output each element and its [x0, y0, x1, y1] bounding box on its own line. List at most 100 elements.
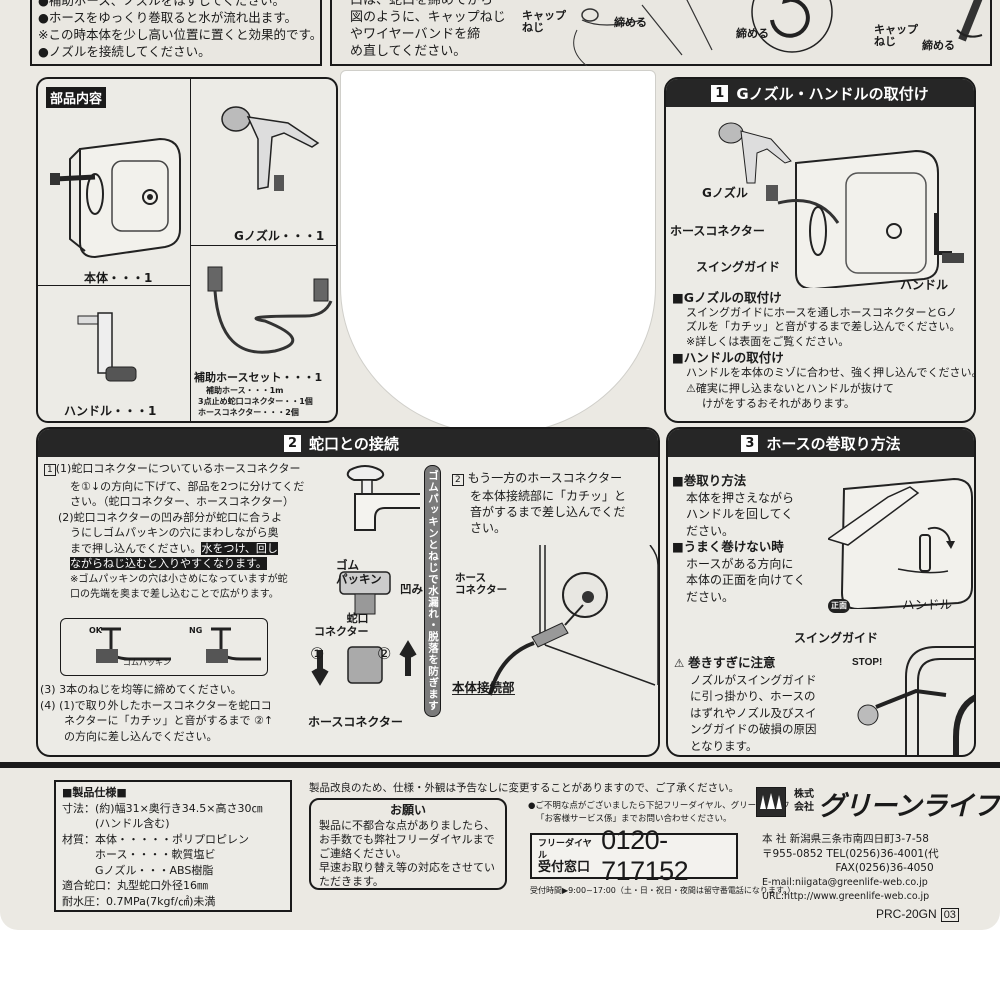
note-line: 口の先端を奥まで差し込むことで広がります。 [70, 589, 279, 600]
warning-line: となります。 [690, 738, 758, 753]
label-hose-connector: ホース コネクター [455, 572, 508, 596]
spec-line: (ハンドル含む) [62, 817, 170, 830]
hose-set-item: 3点止め蛇口コネクター・・1個 [198, 397, 313, 406]
label-rubber-gasket: ゴム パッキン [336, 558, 382, 586]
contact-note-line: 「お客様サービス係」までお問い合わせください。 [536, 814, 732, 824]
overwind-warning-heading: 巻きすぎに注意 [687, 655, 776, 670]
model-code: PRC-20GN [876, 907, 937, 921]
label-handle: ハンドル [900, 278, 949, 292]
contact-note-line: ●ご不明な点がございましたら下記フリーダイヤル、グリーンライフ [528, 801, 790, 811]
reception-hours: 受付時間▶9:00~17:00（土・日・祝日・夜間は留守番電話になります。） [530, 886, 796, 895]
spec-line: ホース・・・・軟質塩ビ [62, 848, 216, 861]
body-line: 本体を押さえながら [686, 490, 795, 505]
warning-icon: ⚠ [686, 382, 696, 395]
tighten-label: 締める [736, 27, 769, 40]
warning-line: に引っ掛かり、ホースの [690, 689, 816, 703]
body-line: (2)蛇口コネクターの凹み部分が蛇口に合うよ [58, 510, 283, 524]
die-cut-window [340, 70, 656, 435]
spec-line: 耐水圧：0.7MPa(7kgf/㎠)未満 [62, 894, 216, 908]
label-nozzle: Gノズル [702, 186, 748, 200]
stop-label: STOP! [852, 657, 883, 668]
request-line: 製品に不都合な点がありましたら、 [319, 819, 495, 832]
url-line: URL:http://www.greenlife-web.co.jp [762, 891, 930, 902]
tighten-label: 締める [922, 39, 955, 52]
section-number: 2 [284, 434, 301, 452]
spec-line: Gノズル・・・ABS樹脂 [62, 863, 214, 877]
ok-label: OK [89, 626, 102, 635]
direction-1-label: ① [310, 644, 325, 663]
spec-change-notice: 製品改良のため、仕様・外観は予告なしに変更することがありますので、ご了承ください… [309, 782, 740, 794]
trouble-heading: ■うまく巻けない時 [672, 539, 784, 554]
reception-label: 受付窓口 [538, 860, 591, 875]
spec-title: ■製品仕様■ [62, 786, 127, 799]
step-4-text: ネクターに「カチッ」と音がするまで ②↑ [64, 714, 274, 727]
warning-line: ングガイドの破損の原因 [690, 722, 817, 736]
section-hose-winding: 3 ホースの巻取り方法 ■巻取り方法 本体を押さえながら ハンドルを回してく だ… [666, 427, 976, 757]
body-line: を①↓の方向に下げて、部品を2つに分けてくだ [70, 479, 305, 493]
instruction-line: 図のように、キャップねじ [350, 10, 506, 25]
section-title: 蛇口との接続 [309, 434, 399, 453]
address-line: FAX(0256)36-4050 [762, 862, 934, 874]
body-line: さい。 [470, 521, 507, 535]
request-line: ご連絡ください。 [319, 847, 407, 860]
label-hose-connector: ホースコネクター [308, 715, 403, 729]
note-line: ●ホースをゆっくり巻取ると水が流れ出ます。 [38, 10, 298, 25]
note-line: ※ゴムパッキンの穴は小さめになっていますが蛇 [70, 573, 288, 585]
product-spec-box: ■製品仕様■ 寸法：(約)幅31×奥行き34.5×高さ30㎝ (ハンドル含む) … [54, 780, 292, 912]
ng-label: NG [189, 626, 203, 635]
cap-screw-label: キャップ ねじ [874, 23, 918, 48]
request-line: お手数でも弊社フリーダイヤルまで [319, 833, 495, 846]
company-type: 株式 会社 [794, 789, 814, 813]
instruction-line: やワイヤーバンドを締 [350, 27, 481, 42]
spec-line: 寸法：(約)幅31×奥行き34.5×高さ30㎝ [62, 801, 263, 815]
warning-line: けがをするおそれがあります。 [702, 396, 855, 410]
step-4-text: (4) (1)で取り外したホースコネクターを蛇口コ [40, 698, 272, 712]
body-line: まで押し込んでください。 [70, 541, 202, 555]
section-number: 1 [711, 84, 729, 102]
section-nozzle-handle-install: 1 Gノズル・ハンドルの取付け Gノズル ホースコネクター スイングガイド ハン… [664, 77, 976, 423]
faucet-tighten-illustration [573, 0, 983, 66]
instruction-line: め直してください。 [350, 44, 467, 59]
nozzle-illustration [221, 106, 320, 191]
body-line: ハンドルを本体のミゾに合わせ、強く押し込んでください。 [686, 365, 976, 379]
faucet-connector-illustration [311, 465, 420, 686]
ok-ng-comparison: OK NG ゴムパッキン [60, 618, 268, 676]
reel-assembly-illustration [718, 122, 964, 288]
spec-line: 材質：本体・・・・・ポリプロピレン [62, 832, 249, 846]
warning-icon: ⚠ [674, 656, 685, 670]
body-line: ハンドルを回してく [686, 507, 794, 521]
hose-set-item: ホースコネクター・・・2個 [198, 408, 299, 417]
body-line: ださい。 [686, 523, 735, 538]
top-left-notes: ●補助ホース、ノズルをはずしてください。 ●ホースをゆっくり巻取ると水が流れ出ま… [30, 0, 322, 66]
instruction-line: 口は、蛇口を締めてから [350, 0, 494, 8]
aux-hose-set-illustration [207, 266, 333, 354]
hose-reel-body-illustration [50, 137, 181, 259]
body-line: さい。（蛇口コネクター、ホースコネクター） [70, 495, 294, 508]
section-header: 2 蛇口との接続 [38, 429, 658, 457]
swing-guide-illustration [857, 646, 974, 755]
step-3-text: (3) 3本のねじを均等に締めてください。 [40, 683, 242, 696]
warning-line: はずれやノズル及びスイ [690, 705, 817, 720]
front-badge: 正面 [828, 599, 850, 613]
request-line: ただきます。 [319, 875, 384, 888]
part-label-body: 本体・・・1 [84, 271, 153, 285]
label-swing-guide: スイングガイド [696, 260, 781, 274]
company-address: 本 社 新潟県三条市南四日町3-7-58 〒955-0852 TEL(0256)… [762, 832, 939, 905]
free-dial-label: フリーダイヤル [538, 839, 592, 861]
parts-title: 部品内容 [46, 87, 107, 108]
faucet-ok-ng-illustration [96, 627, 261, 663]
body-line: 本体の正面を向けてく [686, 573, 806, 587]
tighten-label: 締める [614, 16, 647, 29]
company-logo [756, 787, 786, 817]
cap-screw-label: キャップ ねじ [522, 9, 566, 34]
section-faucet-connection: 2 蛇口との接続 1(1)蛇口コネクターについているホースコネクター を①↓の方… [36, 427, 660, 757]
warning-line: 確実に押し込まないとハンドルが抜けて [695, 382, 894, 395]
step-4-text: の方向に差し込んでください。 [64, 729, 218, 743]
handle-install-heading: ■ハンドルの取付け [672, 350, 784, 365]
note-line: ※この時本体を少し高い位置に置くと効果的です。 [38, 27, 323, 42]
highlight-text: ながらねじ込むと入りやすくなります。 [70, 557, 267, 570]
step-marker: 1 [44, 464, 56, 476]
request-title: お願い [389, 803, 426, 817]
address-line: 本 社 新潟県三条市南四日町3-7-58 [762, 833, 929, 845]
